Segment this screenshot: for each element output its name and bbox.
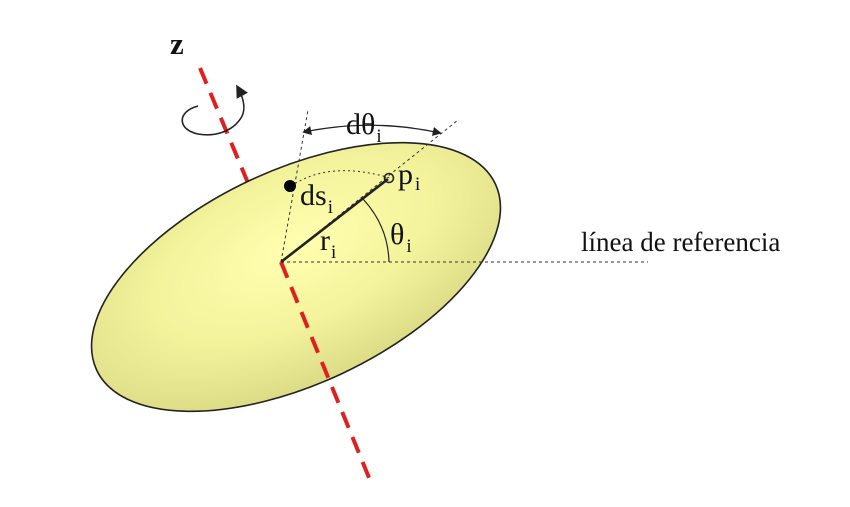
dtheta-label: dθi	[346, 108, 382, 147]
ds-point	[284, 180, 296, 192]
ds-label: dsi	[300, 179, 333, 218]
axis-label: z	[170, 26, 184, 61]
rotation-axis-lower	[279, 261, 374, 486]
theta-angle-arc	[362, 198, 390, 263]
reference-line-label: línea de referencia	[581, 227, 780, 257]
dtheta-arrow	[302, 124, 442, 136]
particle-point	[383, 172, 395, 184]
radius-vector	[280, 177, 389, 264]
rigid-body	[90, 141, 502, 413]
radius-label: ri	[320, 224, 336, 263]
rotation-arrow-icon	[181, 84, 248, 136]
